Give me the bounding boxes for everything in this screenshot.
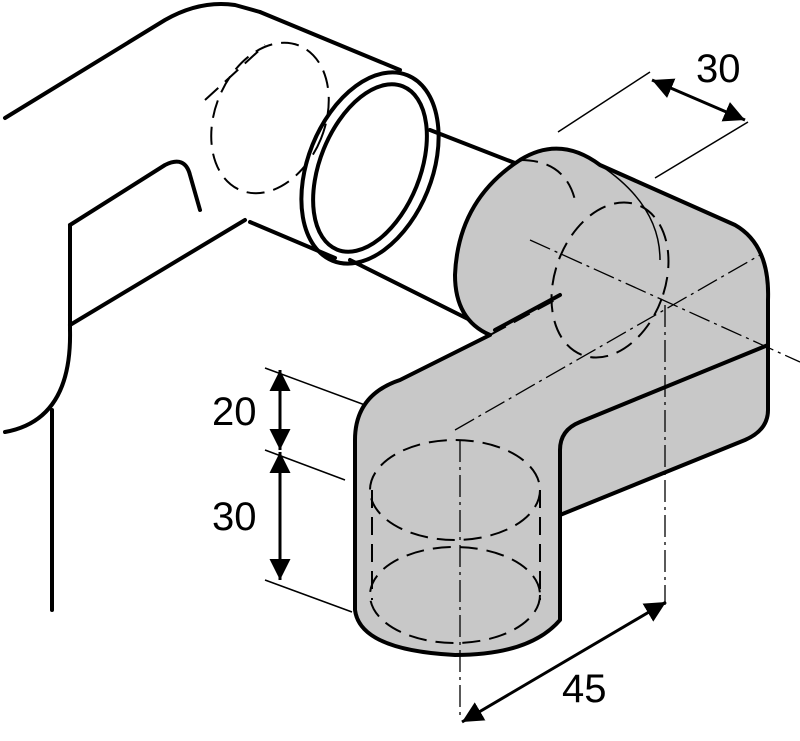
pipe-hidden-ellipse <box>210 41 330 195</box>
dim-arrow-length <box>461 600 667 724</box>
center-lines <box>454 239 800 720</box>
dim-arrow-top <box>651 78 746 122</box>
pipe-end-inner <box>311 82 429 254</box>
elbow-part <box>353 146 771 657</box>
dim-label-length: 45 <box>562 667 607 711</box>
pipe-end-outer <box>299 70 441 266</box>
dimension-length: 45 <box>461 600 667 724</box>
dimension-leg-height: 30 <box>212 452 353 613</box>
dim-label-drop: 20 <box>212 390 257 434</box>
dim-label-leg: 30 <box>212 495 257 539</box>
dimension-top-width: 30 <box>557 47 749 179</box>
pipe-tube <box>204 41 522 322</box>
elbow-hidden-bore-lower <box>369 546 541 644</box>
frame-body <box>3 2 402 612</box>
dimension-drop-height: 20 <box>212 367 366 481</box>
dim-label-top: 30 <box>696 47 741 91</box>
elbow-silhouette <box>353 146 771 657</box>
